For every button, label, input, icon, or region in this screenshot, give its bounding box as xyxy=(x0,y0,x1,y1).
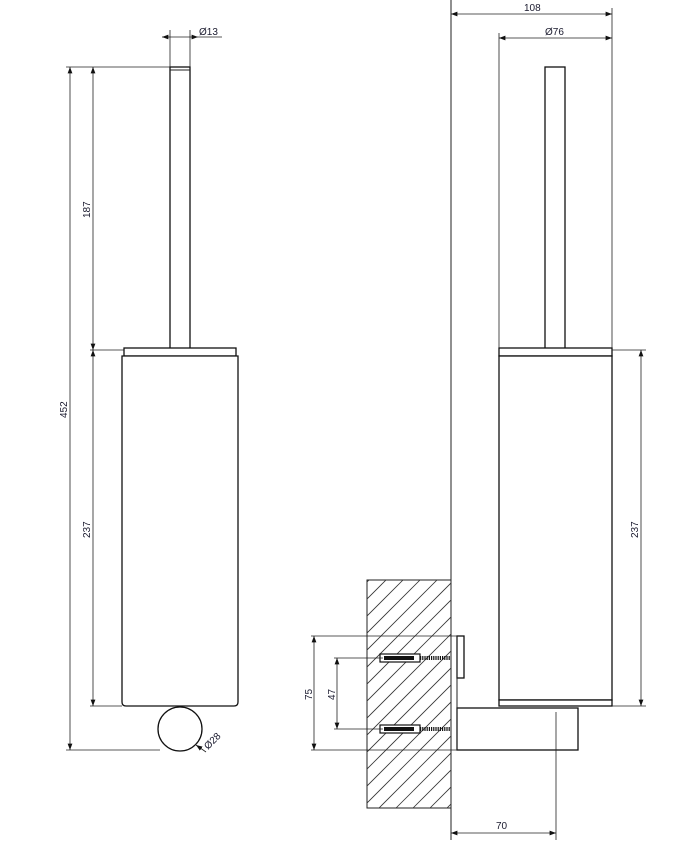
hatch-line xyxy=(367,582,451,668)
holder-diameter-label: Ø76 xyxy=(545,27,564,38)
hatch-line xyxy=(367,616,451,702)
hatch-line xyxy=(367,580,404,617)
brush-height-label: 187 xyxy=(82,201,93,218)
hatch-line xyxy=(367,633,451,719)
hatch-line xyxy=(378,735,451,808)
wall-plate xyxy=(456,635,465,679)
wall-ball xyxy=(157,706,203,752)
hatch-line xyxy=(395,752,451,808)
rod-diameter-label: Ø13 xyxy=(199,27,218,38)
hatch-line xyxy=(367,650,451,736)
hatch-line xyxy=(367,580,438,651)
holder-body-side xyxy=(498,355,613,701)
wall-distance-label: 70 xyxy=(496,821,508,832)
holder-height-label: 237 xyxy=(82,521,93,538)
wall-section xyxy=(366,579,452,809)
hatch-line xyxy=(367,684,451,770)
hatch-line xyxy=(367,718,451,804)
holder-height-side-label: 237 xyxy=(630,521,641,538)
front-view: Ø13 452 187 237 Ø28 xyxy=(59,27,239,753)
hatch-line xyxy=(367,667,451,753)
side-view: 108 Ø76 237 75 47 70 xyxy=(304,0,646,840)
screw-spacing-label: 47 xyxy=(327,688,338,700)
depth-label: 108 xyxy=(524,3,541,14)
bracket xyxy=(456,707,579,751)
holder-lid xyxy=(123,347,237,357)
bracket-height-label: 75 xyxy=(304,688,315,700)
brush-rod-side xyxy=(544,66,566,351)
total-height-label: 452 xyxy=(59,401,70,418)
ball-diameter-label: Ø28 xyxy=(202,731,223,752)
holder-body xyxy=(121,355,239,707)
brush-rod xyxy=(169,66,191,351)
holder-lid-side xyxy=(498,347,613,357)
hatch-line xyxy=(367,701,451,787)
hatch-line xyxy=(367,580,421,634)
hatch-line xyxy=(367,599,451,685)
